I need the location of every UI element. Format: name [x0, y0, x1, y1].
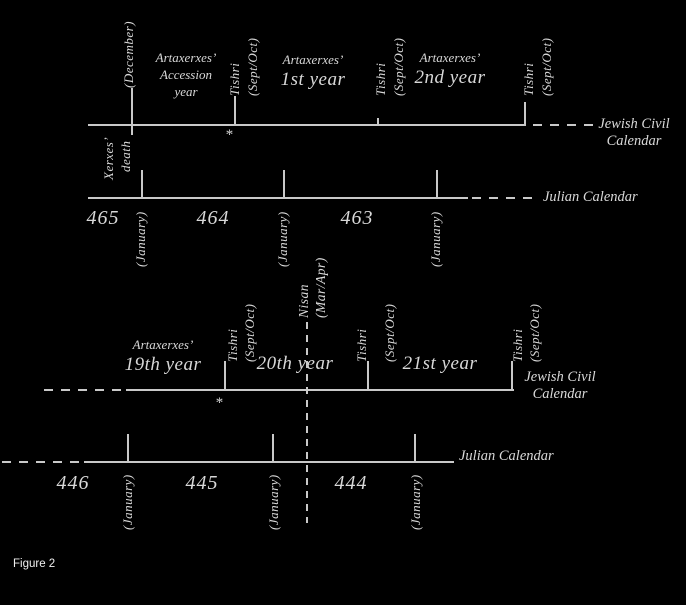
bottom-tishri-2-label: Tishri [354, 328, 369, 362]
bottom-tishri-1-label: Tishri [225, 328, 240, 362]
figure-caption: Figure 2 [13, 558, 56, 570]
bottom-january-3-label: (January) [408, 474, 423, 530]
bottom-julian-calendar-label: Julian Calendar [459, 448, 554, 464]
bottom-19th-year-label: Artaxerxes’ 19th year [113, 337, 213, 376]
bottom-julian-line [84, 461, 454, 463]
top-tishri-3-month-label: (Sept/Oct) [539, 37, 554, 96]
top-asterisk: * [225, 127, 233, 143]
bottom-20th-year-label: 20th year [256, 353, 334, 374]
top-tick-tishri-3 [524, 102, 526, 126]
top-julian-line [88, 197, 468, 199]
top-january-3-label: (January) [428, 211, 443, 267]
bottom-julian-tick-2 [272, 434, 274, 462]
top-tishri-1-month-label: (Sept/Oct) [245, 37, 260, 96]
calendar-text: Calendar [606, 133, 662, 150]
top-julian-tick-1 [141, 170, 143, 198]
accession-line3: year [174, 83, 198, 99]
calendar-text: Calendar [532, 386, 588, 403]
nisan-label: Nisan [296, 283, 311, 318]
top-jewish-line [88, 124, 526, 126]
top-julian-tick-3 [436, 170, 438, 198]
bottom-jewish-line [126, 389, 514, 391]
bottom-tick-tishri-1 [224, 361, 226, 390]
top-january-1-label: (January) [133, 211, 148, 267]
top-year-463: 463 [340, 207, 374, 229]
jewish-civil-text: Jewish Civil [598, 116, 670, 132]
bottom-year-445: 445 [185, 472, 219, 494]
bottom-julian-tick-3 [414, 434, 416, 462]
top-julian-calendar-label: Julian Calendar [543, 189, 638, 205]
bottom-january-2-label: (January) [266, 474, 281, 530]
bottom-tick-tishri-2 [367, 361, 369, 390]
top-tishri-3-label: Tishri [521, 62, 536, 96]
first-year-line2: 1st year [280, 68, 346, 90]
bottom-year-444: 444 [334, 472, 368, 494]
jewish-civil-text: Jewish Civil [524, 369, 596, 385]
bottom-julian-line-lead-dashes [2, 461, 84, 463]
top-accession-year-label: Artaxerxes’ Accession year [144, 50, 228, 101]
nisan-month-label: (Mar/Apr) [313, 257, 328, 318]
bottom-julian-tick-1 [127, 434, 129, 462]
top-tishri-2-label: Tishri [373, 62, 388, 96]
bottom-jewish-calendar-label: Jewish Civil Calendar [508, 369, 612, 404]
bottom-tishri-3-month-label: (Sept/Oct) [527, 303, 542, 362]
top-january-2-label: (January) [275, 211, 290, 267]
accession-line2: Accession [160, 66, 212, 82]
bottom-year-446: 446 [56, 472, 90, 494]
bottom-tishri-3-label: Tishri [510, 328, 525, 362]
second-year-line2: 2nd year [414, 66, 486, 88]
top-tick-december [131, 88, 133, 135]
top-julian-tick-2 [283, 170, 285, 198]
top-second-year-label: Artaxerxes’ 2nd year [405, 50, 495, 89]
top-first-year-label: Artaxerxes’ 1st year [268, 52, 358, 91]
bottom-asterisk: * [215, 395, 223, 411]
top-jewish-line-dashes [533, 124, 593, 126]
top-xerxes-death-label-1: Xerxes’ [101, 136, 116, 180]
top-tick-tishri-1 [234, 96, 236, 125]
top-year-464: 464 [196, 207, 230, 229]
top-julian-line-dashes [472, 197, 538, 199]
nineteenth-year-line2: 19th year [124, 353, 202, 375]
top-december-label: (December) [121, 20, 136, 88]
nisan-dashed-line [306, 322, 308, 523]
bottom-tick-tishri-3 [511, 361, 513, 390]
top-year-465: 465 [86, 207, 120, 229]
second-year-line1: Artaxerxes’ [419, 50, 481, 65]
top-jewish-calendar-label: Jewish Civil Calendar [582, 116, 686, 151]
bottom-21st-year-label: 21st year [402, 353, 478, 374]
bottom-jewish-line-lead-dashes [44, 389, 126, 391]
accession-line1: Artaxerxes’ [155, 50, 217, 65]
bottom-january-1-label: (January) [120, 474, 135, 530]
nineteenth-year-line1: Artaxerxes’ [132, 337, 194, 352]
top-xerxes-death-label-2: death [118, 140, 133, 172]
top-tick-tishri-2 [377, 118, 379, 125]
first-year-line1: Artaxerxes’ [282, 52, 344, 67]
top-tishri-1-label: Tishri [227, 62, 242, 96]
